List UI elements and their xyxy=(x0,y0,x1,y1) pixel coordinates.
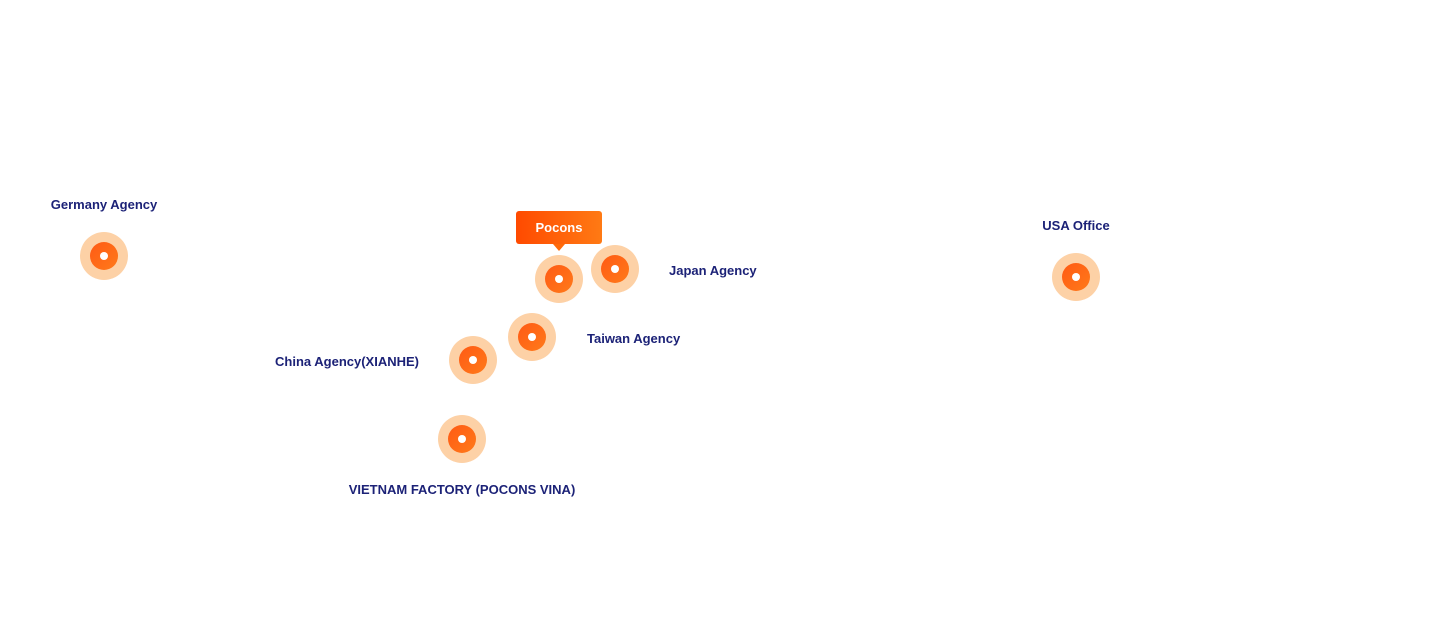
marker-dot-icon xyxy=(528,333,536,341)
marker-dot-icon xyxy=(611,265,619,273)
location-label-china: China Agency(XIANHE) xyxy=(275,354,419,369)
location-marker-china[interactable] xyxy=(449,336,497,384)
location-label-germany: Germany Agency xyxy=(50,197,158,212)
marker-dot-icon xyxy=(555,275,563,283)
location-marker-japan[interactable] xyxy=(591,245,639,293)
marker-core xyxy=(518,323,546,351)
location-label-vietnam: VIETNAM FACTORY (POCONS VINA) xyxy=(348,482,576,497)
tooltip-arrow-icon xyxy=(553,244,565,251)
marker-core xyxy=(459,346,487,374)
tooltip-label: Pocons xyxy=(535,220,583,235)
marker-core xyxy=(1062,263,1090,291)
marker-dot-icon xyxy=(458,435,466,443)
marker-core xyxy=(601,255,629,283)
location-marker-usa[interactable] xyxy=(1052,253,1100,301)
marker-core xyxy=(90,242,118,270)
marker-core xyxy=(545,265,573,293)
marker-dot-icon xyxy=(100,252,108,260)
location-marker-germany[interactable] xyxy=(80,232,128,280)
location-marker-vietnam[interactable] xyxy=(438,415,486,463)
location-marker-pocons[interactable] xyxy=(535,255,583,303)
active-location-tooltip: Pocons xyxy=(516,211,602,251)
location-label-japan: Japan Agency xyxy=(669,263,757,278)
location-label-taiwan: Taiwan Agency xyxy=(587,331,681,346)
marker-core xyxy=(448,425,476,453)
marker-dot-icon xyxy=(469,356,477,364)
location-marker-taiwan[interactable] xyxy=(508,313,556,361)
location-label-usa: USA Office xyxy=(1042,218,1110,233)
marker-dot-icon xyxy=(1072,273,1080,281)
